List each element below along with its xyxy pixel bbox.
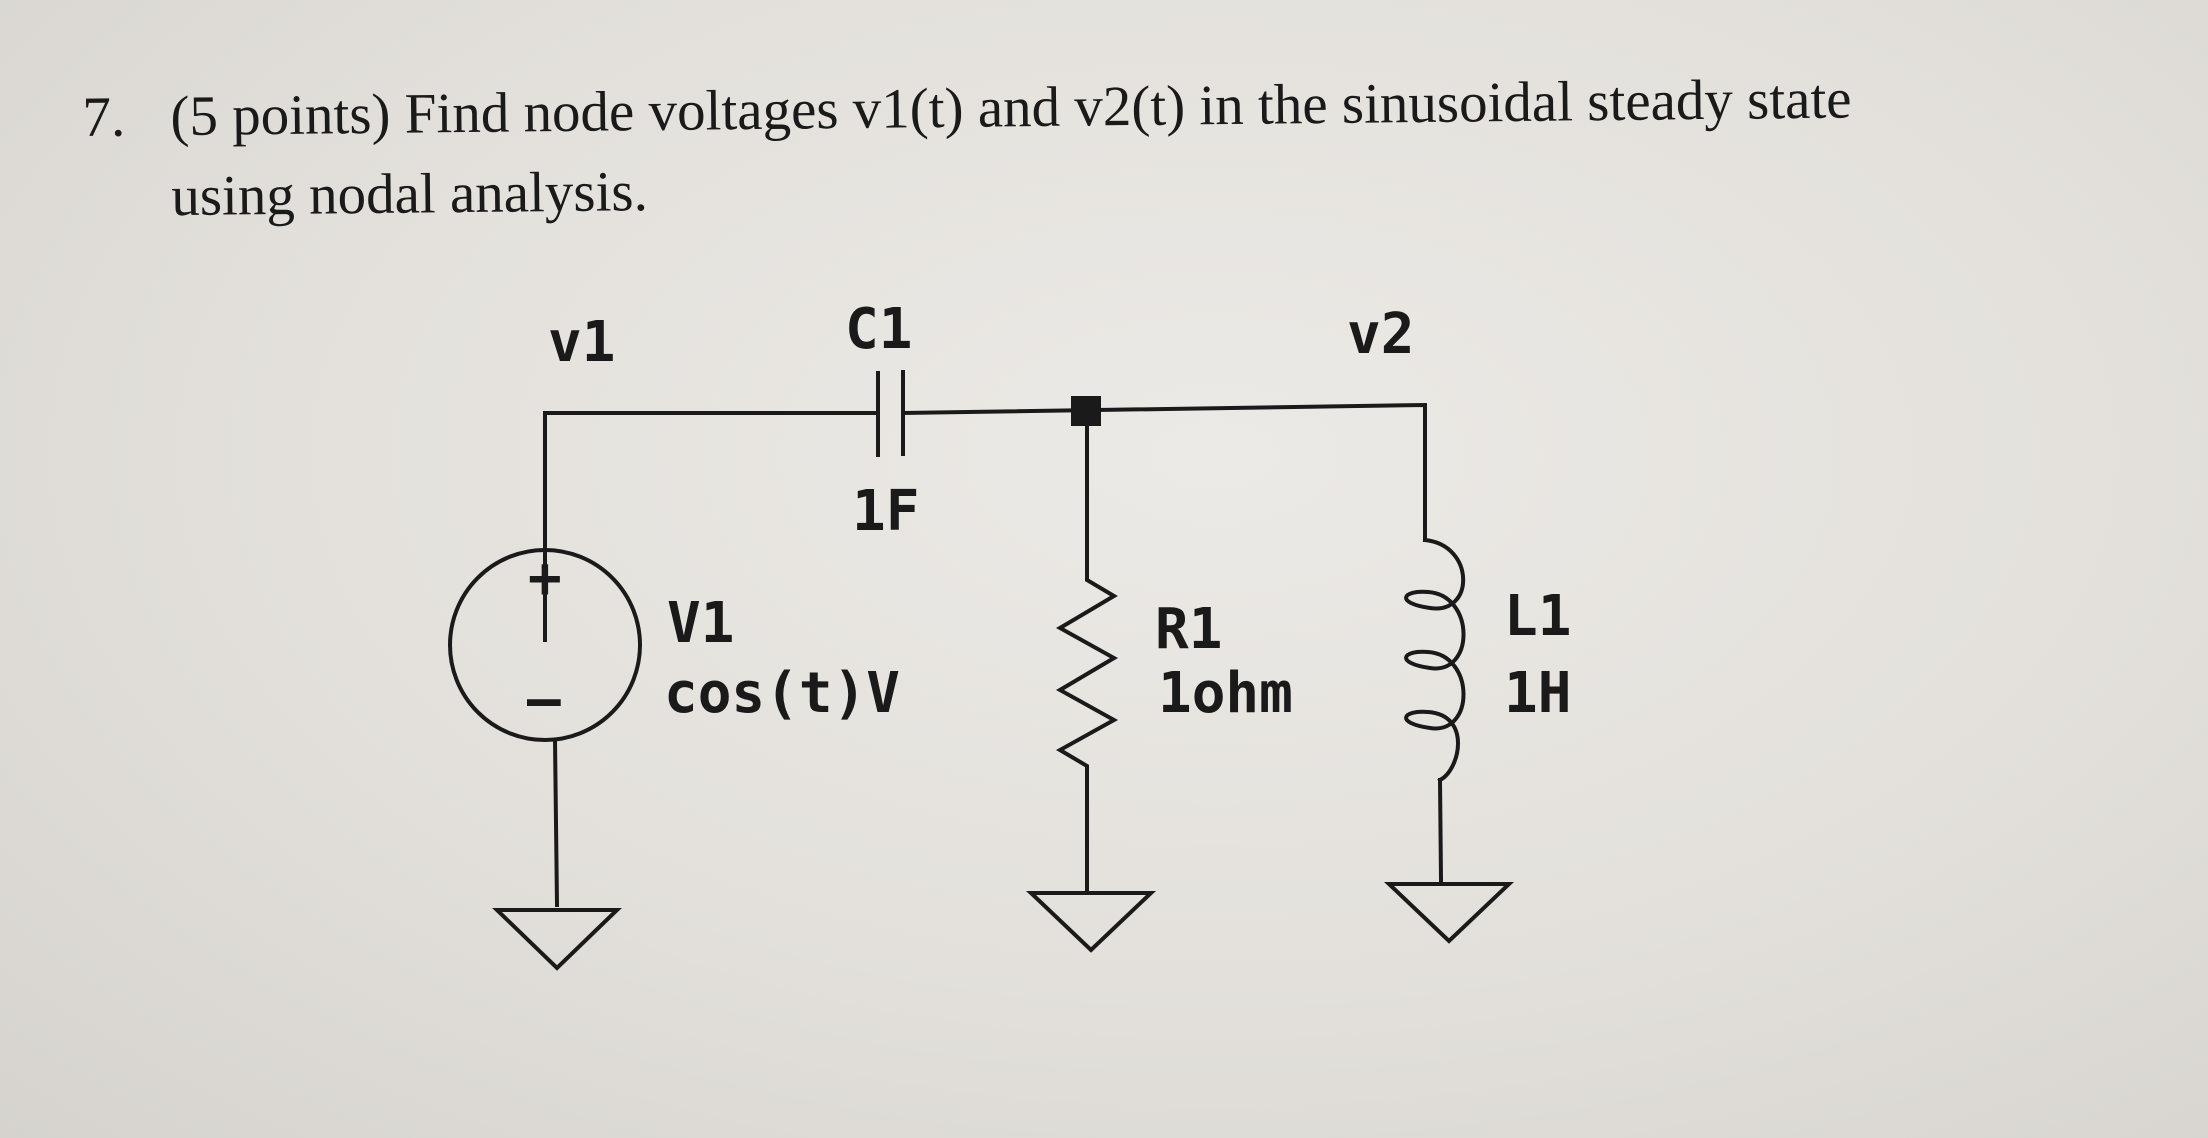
resistor-value-label: 1ohm <box>1158 661 1293 726</box>
capacitor-value-label: 1F <box>852 479 919 544</box>
wire-v1-to-c1 <box>543 411 880 642</box>
ground-symbol-source <box>492 908 622 971</box>
source-plus-sign: + <box>528 546 562 611</box>
inductor-value-label: 1H <box>1504 661 1571 726</box>
node-v2-junction <box>1071 396 1101 426</box>
source-name-label: V1 <box>667 591 734 656</box>
inductor-name-label: L1 <box>1504 584 1571 649</box>
capacitor-c1-symbol <box>876 370 905 457</box>
source-value-label: cos(t)V <box>664 661 900 726</box>
capacitor-name-label: C1 <box>845 297 912 362</box>
source-minus-sign: – <box>527 667 561 732</box>
resistor-r1-symbol <box>1055 424 1119 892</box>
resistor-name-label: R1 <box>1155 597 1222 662</box>
inductor-l1-symbol <box>1404 537 1466 883</box>
wire-c1-to-v2 <box>900 402 1427 542</box>
node-v1-label: v1 <box>548 310 615 375</box>
ground-symbol-inductor <box>1383 882 1515 944</box>
node-v2-label: v2 <box>1347 302 1414 367</box>
ground-symbol-resistor <box>1025 891 1157 953</box>
voltage-source-v1-symbol <box>448 548 642 908</box>
